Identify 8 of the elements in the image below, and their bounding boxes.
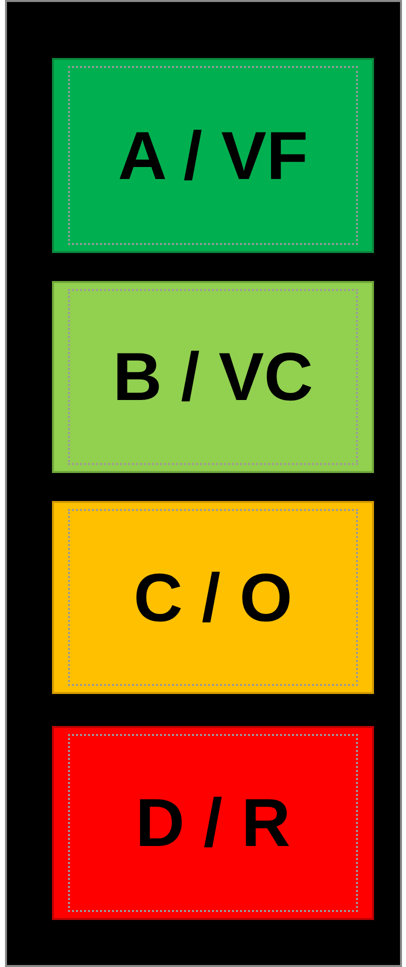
- color-box: [52, 501, 374, 694]
- box-label: B / VC: [112, 343, 314, 411]
- box-label: A / VF: [118, 122, 308, 190]
- color-box: [52, 58, 374, 253]
- box-label: D / R: [136, 789, 290, 857]
- color-box: [52, 726, 374, 920]
- box-label: C / O: [134, 564, 292, 632]
- color-box: [52, 281, 374, 473]
